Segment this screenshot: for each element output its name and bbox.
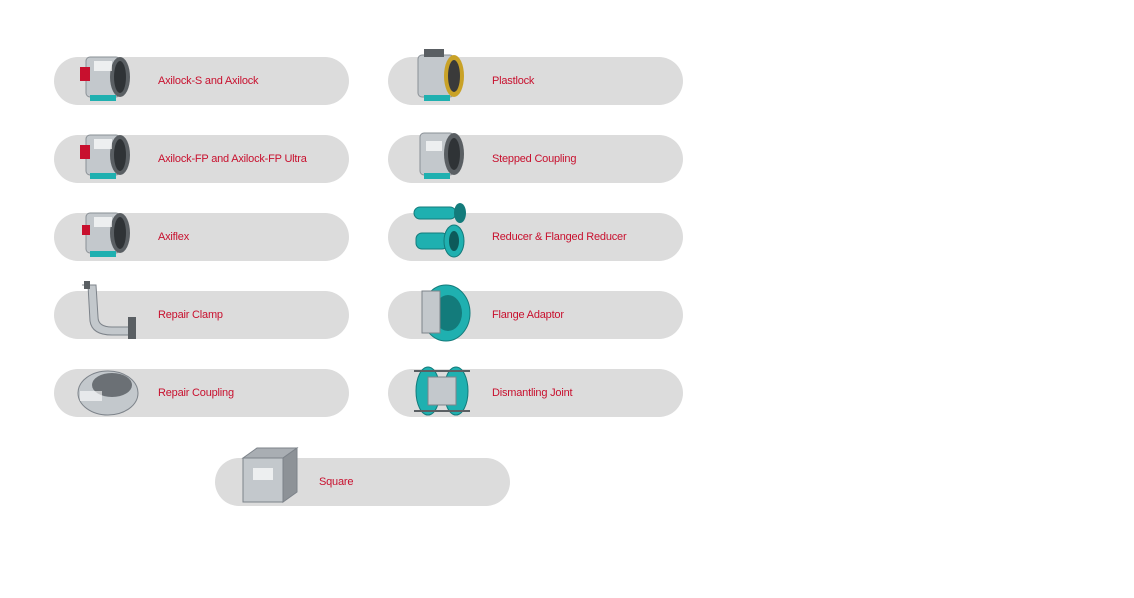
product-label: Axilock-FP and Axilock-FP Ultra <box>158 153 307 165</box>
stepped-coupling-icon <box>406 121 476 191</box>
product-link-stepped-coupling[interactable]: Stepped Coupling <box>388 132 683 183</box>
repair-clamp-icon <box>72 277 142 347</box>
product-label: Repair Clamp <box>158 309 223 321</box>
product-label: Dismantling Joint <box>492 387 573 399</box>
product-link-axilock-fp[interactable]: Axilock-FP and Axilock-FP Ultra <box>54 134 349 183</box>
reducer-pipe-icon <box>406 199 476 269</box>
plastlock-coupling-icon <box>406 43 476 113</box>
product-link-axiflex[interactable]: Axiflex <box>54 212 349 261</box>
product-link-repair-clamp[interactable]: Repair Clamp <box>54 281 349 339</box>
product-label: Flange Adaptor <box>492 309 564 321</box>
product-link-dismantling-joint[interactable]: Dismantling Joint <box>388 366 683 417</box>
product-label: Square <box>319 476 354 488</box>
product-link-axilock-s[interactable]: Axilock-S and Axilock <box>54 56 349 105</box>
product-label: Plastlock <box>492 75 535 87</box>
product-link-reducer[interactable]: Reducer & Flanged Reducer <box>388 203 683 261</box>
product-link-repair-coupling[interactable]: Repair Coupling <box>54 369 349 417</box>
product-link-square[interactable]: Square <box>215 447 510 506</box>
product-label: Axilock-S and Axilock <box>158 75 259 87</box>
product-link-flange-adaptor[interactable]: Flange Adaptor <box>388 284 683 342</box>
axilock-coupling-icon <box>72 43 142 113</box>
repair-coupling-icon <box>72 355 142 425</box>
axilock-fp-coupling-icon <box>72 121 142 191</box>
product-label: Stepped Coupling <box>492 153 577 165</box>
product-label: Reducer & Flanged Reducer <box>492 231 627 243</box>
product-link-plastlock[interactable]: Plastlock <box>388 49 683 105</box>
axiflex-coupling-icon <box>72 199 142 269</box>
square-coupling-icon <box>233 444 303 514</box>
product-label: Repair Coupling <box>158 387 234 399</box>
flange-adaptor-icon <box>406 277 476 347</box>
product-label: Axiflex <box>158 231 189 243</box>
dismantling-joint-icon <box>406 355 476 425</box>
